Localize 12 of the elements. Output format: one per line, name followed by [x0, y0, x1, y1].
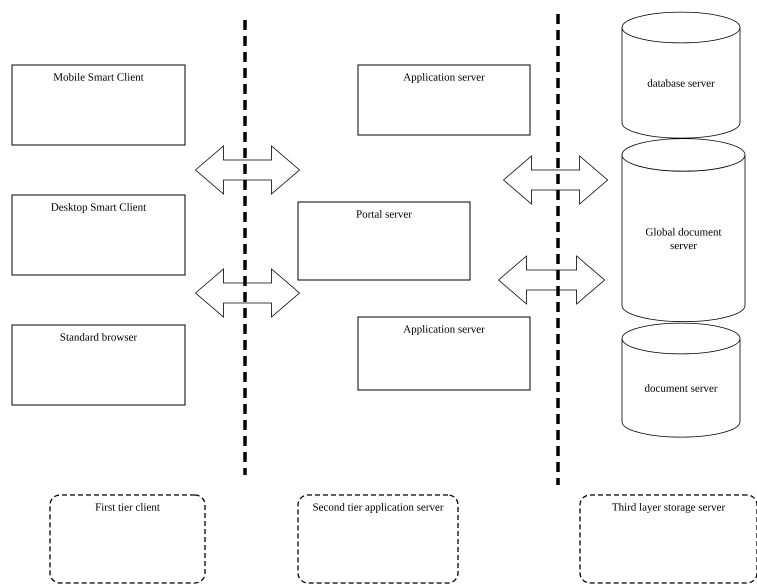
process-box: Application server — [358, 316, 530, 390]
process-box: Desktop Smart Client — [12, 194, 186, 276]
storage-cylinder: database server — [622, 12, 740, 138]
process-box: Application server — [358, 64, 530, 136]
tier-box: Third layer storage server — [579, 494, 757, 584]
storage-cylinder: Global document server — [622, 138, 746, 322]
tier-box: First tier client — [49, 494, 206, 584]
storage-cylinder: document server — [622, 322, 740, 438]
process-box: Portal server — [298, 202, 470, 280]
process-box: Standard browser — [12, 324, 186, 406]
process-box: Mobile Smart Client — [12, 64, 186, 146]
tier-box: Second tier application server — [297, 494, 459, 584]
